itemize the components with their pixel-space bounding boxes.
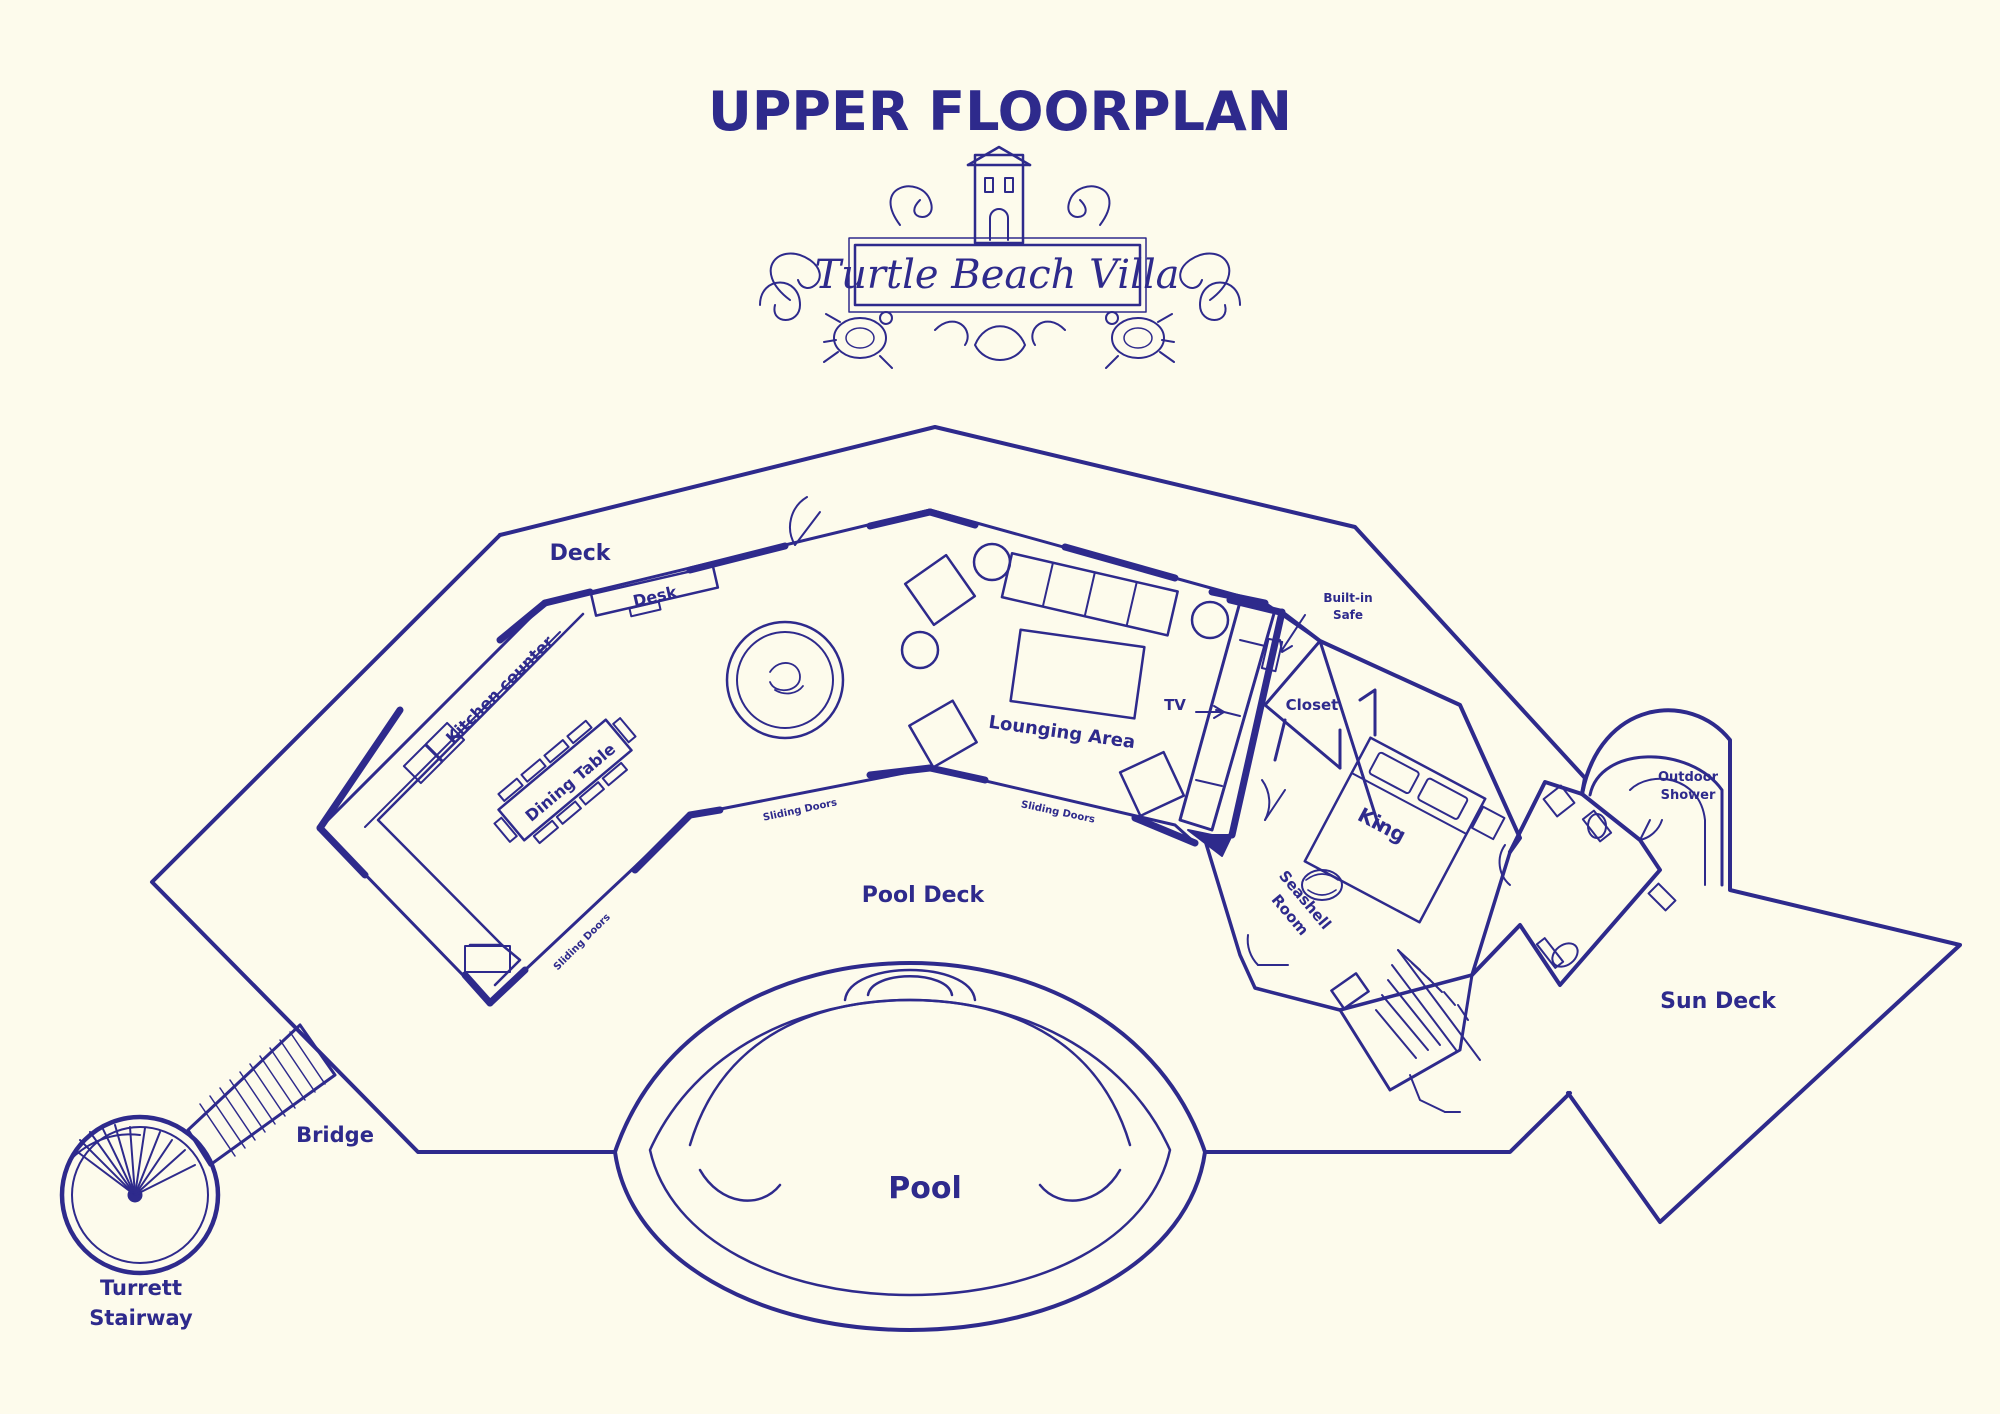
turret-stairway	[59, 1114, 221, 1276]
label-outdoor-shower-line2: Shower	[1661, 788, 1716, 803]
armchair	[903, 553, 977, 627]
label-desk: Desk	[631, 582, 679, 611]
villa-logo	[759, 145, 1241, 369]
outer-deck-outline-left	[150, 533, 617, 1154]
label-turrett-stairway-line1: Turrett	[100, 1276, 182, 1300]
label-pool-deck: Pool Deck	[862, 883, 986, 908]
dining-table	[493, 717, 637, 845]
logo-text: Turtle Beach Villa	[814, 252, 1179, 298]
page-title: UPPER FLOORPLAN	[708, 80, 1292, 143]
coffee-table	[1009, 628, 1146, 720]
pool-inner-edge	[648, 998, 1172, 1297]
label-sun-deck: Sun Deck	[1660, 989, 1777, 1014]
label-pool: Pool	[888, 1171, 962, 1206]
king-bed	[1303, 736, 1506, 924]
outer-deck-outline-right	[1203, 1091, 1572, 1154]
label-tv: TV	[1164, 696, 1186, 714]
sofa	[1000, 552, 1179, 637]
label-turrett-stairway-line2: Stairway	[89, 1306, 193, 1330]
internal-stairs	[1338, 949, 1481, 1113]
label-sliding-doors-middle: Sliding Doors	[762, 797, 838, 823]
pool-outer-edge	[613, 961, 1207, 1332]
label-bridge: Bridge	[296, 1123, 374, 1147]
label-dining-table: Dining Table	[522, 739, 620, 825]
label-deck: Deck	[550, 541, 612, 566]
bathroom-walls	[1470, 780, 1662, 987]
label-king: King	[1354, 802, 1410, 847]
kitchen-counter	[376, 612, 585, 947]
round-rug	[725, 620, 845, 740]
great-room-wall-top	[543, 508, 1382, 832]
label-closet: Closet	[1286, 696, 1339, 714]
outdoor-shower-enclosure	[1588, 755, 1724, 887]
label-outdoor-shower-line1: Outdoor	[1658, 770, 1719, 785]
tv-cabinet	[1178, 600, 1277, 832]
label-built-in-safe-line2: Safe	[1333, 608, 1363, 622]
label-lounging-area: Lounging Area	[987, 712, 1136, 753]
bedroom-walls	[1280, 610, 1522, 854]
sun-deck-outline	[1566, 708, 1962, 1224]
label-built-in-safe-line1: Built-in	[1323, 591, 1372, 605]
label-sliding-doors-left: Sliding Doors	[552, 912, 613, 973]
